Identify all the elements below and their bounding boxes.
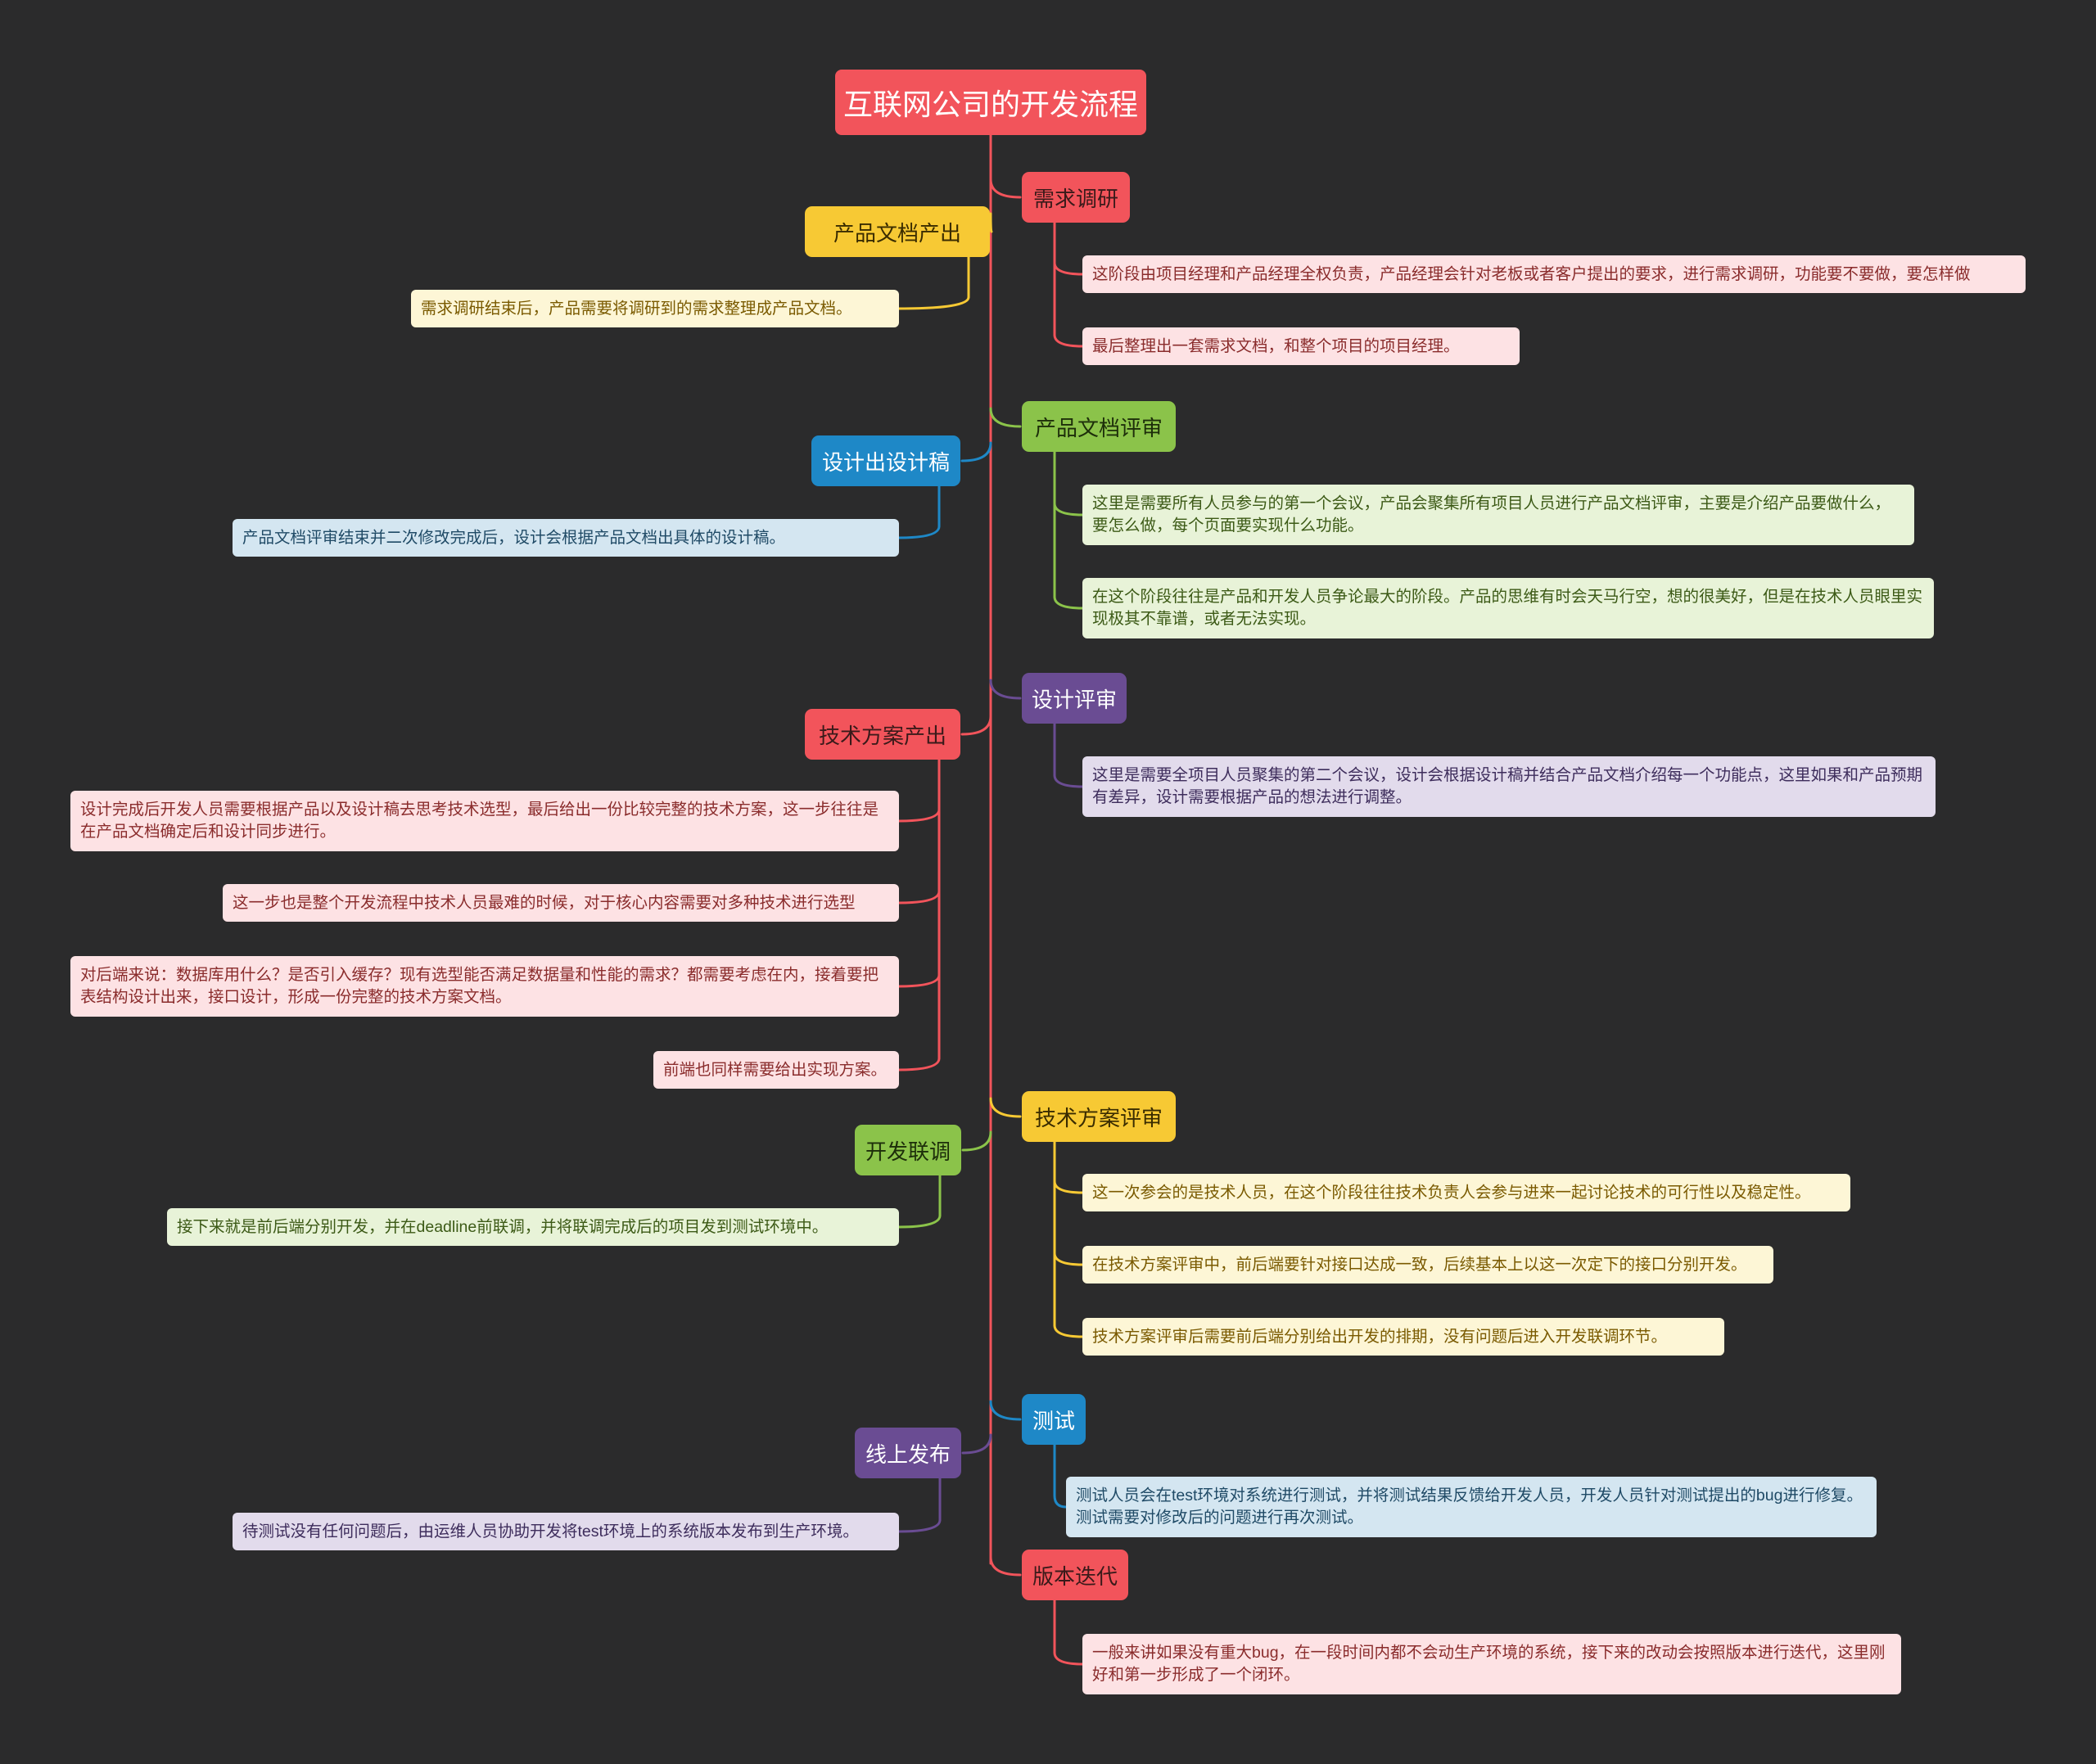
topic-connector <box>989 212 993 233</box>
leaf-note[interactable]: 一般来讲如果没有重大bug，在一段时间内都不会动生产环境的系统，接下来的改动会按… <box>1082 1634 1901 1694</box>
leaf-connector <box>1053 1651 1084 1666</box>
topic-label: 技术方案产出 <box>818 723 946 748</box>
leaf-connector <box>1053 1180 1084 1194</box>
leaf-connector <box>897 973 941 988</box>
topic-connector <box>989 407 1022 428</box>
leaf-note[interactable]: 待测试没有任何问题后，由运维人员协助开发将test环境上的系统版本发布到生产环境… <box>233 1513 899 1550</box>
topic-release[interactable]: 线上发布 <box>855 1428 961 1478</box>
leaf-text: 这一步也是整个开发流程中技术人员最难的时候，对于核心内容需要对多种技术进行选型 <box>233 893 856 912</box>
leaf-text: 这里是需要全项目人员聚集的第二个会议，设计会根据设计稿并结合产品文档介绍每一个功… <box>1092 766 1923 806</box>
leaf-note[interactable]: 这阶段由项目经理和产品经理全权负责，产品经理会针对老板或者客户提出的要求，进行需… <box>1082 255 2026 293</box>
topic-connector <box>989 178 1022 199</box>
leaf-connector <box>897 1057 941 1071</box>
leaf-connector <box>1053 261 1084 276</box>
leaf-note[interactable]: 在技术方案评审中，前后端要针对接口达成一致，后续基本上以这一次定下的接口分别开发… <box>1082 1246 1773 1284</box>
root-label: 互联网公司的开发流程 <box>842 88 1138 121</box>
topic-connector <box>989 1555 1022 1577</box>
topic-requirements-research[interactable]: 需求调研 <box>1022 172 1130 223</box>
leaf-connector <box>1053 595 1084 610</box>
leaf-note[interactable]: 接下来就是前后端分别开发，并在deadline前联调，并将联调完成后的项目发到测… <box>167 1208 899 1246</box>
topic-testing[interactable]: 测试 <box>1022 1394 1086 1445</box>
topic-label: 测试 <box>1032 1408 1075 1433</box>
topic-label: 产品文档产出 <box>833 220 961 246</box>
topic-product-doc-review[interactable]: 产品文档评审 <box>1022 401 1176 452</box>
leaf-text: 接下来就是前后端分别开发，并在deadline前联调，并将联调完成后的项目发到测… <box>177 1217 829 1236</box>
leaf-note[interactable]: 对后端来说：数据库用什么？是否引入缓存？现有选型能否满足数据量和性能的需求？都需… <box>70 956 899 1017</box>
topic-design-draft[interactable]: 设计出设计稿 <box>811 435 960 486</box>
leaf-text: 设计完成后开发人员需要根据产品以及设计稿去思考技术选型，最后给出一份比较完整的技… <box>80 801 879 841</box>
leaf-note[interactable]: 这里是需要所有人员参与的第一个会议，产品会聚集所有项目人员进行产品文档评审，主要… <box>1082 485 1914 545</box>
topic-dev-integration[interactable]: 开发联调 <box>855 1125 961 1175</box>
topic-label: 线上发布 <box>865 1441 951 1467</box>
leaf-note[interactable]: 这一次参会的是技术人员，在这个阶段往往技术负责人会参与进来一起讨论技术的可行性以… <box>1082 1174 1850 1211</box>
topic-label: 设计出设计稿 <box>821 449 950 475</box>
leaf-text: 一般来讲如果没有重大bug，在一段时间内都不会动生产环境的系统，接下来的改动会按… <box>1092 1644 1886 1684</box>
topic-tech-plan-output[interactable]: 技术方案产出 <box>805 709 960 760</box>
leaf-connector <box>1053 333 1084 348</box>
leaf-text: 这里是需要所有人员参与的第一个会议，产品会聚集所有项目人员进行产品文档评审，主要… <box>1092 494 1891 535</box>
leaf-text: 技术方案评审后需要前后端分别给出开发的排期，没有问题后进入开发联调环节。 <box>1092 1327 1668 1346</box>
leaf-note[interactable]: 需求调研结束后，产品需要将调研到的需求整理成产品文档。 <box>411 290 899 327</box>
leaf-text: 测试人员会在test环境对系统进行测试，并将测试结果反馈给开发人员，开发人员针对… <box>1076 1487 1863 1527</box>
topic-label: 需求调研 <box>1032 186 1118 211</box>
topic-label: 开发联调 <box>865 1139 951 1164</box>
topic-product-doc-output[interactable]: 产品文档产出 <box>805 206 990 257</box>
topic-connector <box>960 715 992 736</box>
leaf-note[interactable]: 前端也同样需要给出实现方案。 <box>653 1051 899 1089</box>
leaf-connector <box>897 890 941 905</box>
leaf-connector <box>1053 502 1084 517</box>
topic-connector <box>989 1097 1022 1118</box>
topic-label: 技术方案评审 <box>1034 1105 1163 1130</box>
leaf-note[interactable]: 技术方案评审后需要前后端分别给出开发的排期，没有问题后进入开发联调环节。 <box>1082 1318 1724 1356</box>
leaf-text: 前端也同样需要给出实现方案。 <box>663 1060 888 1079</box>
leaf-connector <box>897 808 941 823</box>
leaf-note[interactable]: 产品文档评审结束并二次修改完成后，设计会根据产品文档出具体的设计稿。 <box>233 519 899 557</box>
leaf-note[interactable]: 设计完成后开发人员需要根据产品以及设计稿去思考技术选型，最后给出一份比较完整的技… <box>70 791 899 851</box>
leaf-connector <box>897 296 970 310</box>
leaf-connector <box>897 1518 942 1533</box>
topic-label: 设计评审 <box>1031 687 1117 712</box>
topic-connector <box>961 1433 992 1455</box>
leaf-text: 这阶段由项目经理和产品经理全权负责，产品经理会针对老板或者客户提出的要求，进行需… <box>1092 264 1971 283</box>
leaf-connector <box>1053 774 1084 788</box>
topic-connector <box>989 1400 1022 1421</box>
leaf-note[interactable]: 最后整理出一套需求文档，和整个项目的项目经理。 <box>1082 327 1520 365</box>
leaf-connector <box>1053 1324 1084 1338</box>
leaf-text: 最后整理出一套需求文档，和整个项目的项目经理。 <box>1092 336 1460 355</box>
leaf-text: 需求调研结束后，产品需要将调研到的需求整理成产品文档。 <box>421 299 852 318</box>
leaf-note[interactable]: 测试人员会在test环境对系统进行测试，并将测试结果反馈给开发人员，开发人员针对… <box>1066 1477 1877 1537</box>
leaf-connector <box>897 525 941 539</box>
topic-design-review[interactable]: 设计评审 <box>1022 673 1127 724</box>
topic-label: 版本迭代 <box>1032 1563 1118 1589</box>
leaf-note[interactable]: 这一步也是整个开发流程中技术人员最难的时候，对于核心内容需要对多种技术进行选型 <box>223 884 899 922</box>
topic-connector <box>989 679 1022 700</box>
leaf-note[interactable]: 在这个阶段往往是产品和开发人员争论最大的阶段。产品的思维有时会天马行空，想的很美… <box>1082 578 1934 638</box>
leaf-text: 产品文档评审结束并二次修改完成后，设计会根据产品文档出具体的设计稿。 <box>242 528 786 547</box>
leaf-text: 在这个阶段往往是产品和开发人员争论最大的阶段。产品的思维有时会天马行空，想的很美… <box>1092 588 1923 628</box>
leaf-connector <box>1053 1252 1084 1266</box>
topic-version-iteration[interactable]: 版本迭代 <box>1022 1550 1128 1600</box>
topic-label: 产品文档评审 <box>1034 415 1163 440</box>
leaf-connector <box>897 1214 942 1229</box>
root-node[interactable]: 互联网公司的开发流程 <box>835 70 1146 135</box>
leaf-text: 在技术方案评审中，前后端要针对接口达成一致，后续基本上以这一次定下的接口分别开发… <box>1092 1255 1747 1274</box>
topic-connector <box>960 441 992 462</box>
leaf-text: 对后端来说：数据库用什么？是否引入缓存？现有选型能否满足数据量和性能的需求？都需… <box>80 966 879 1006</box>
topic-tech-plan-review[interactable]: 技术方案评审 <box>1022 1091 1176 1142</box>
leaf-note[interactable]: 这里是需要全项目人员聚集的第二个会议，设计会根据设计稿并结合产品文档介绍每一个功… <box>1082 756 1936 817</box>
leaf-connector <box>1053 1494 1068 1509</box>
leaf-text: 待测试没有任何问题后，由运维人员协助开发将test环境上的系统版本发布到生产环境… <box>242 1522 859 1541</box>
leaf-text: 这一次参会的是技术人员，在这个阶段往往技术负责人会参与进来一起讨论技术的可行性以… <box>1092 1183 1811 1202</box>
topic-connector <box>961 1130 992 1152</box>
